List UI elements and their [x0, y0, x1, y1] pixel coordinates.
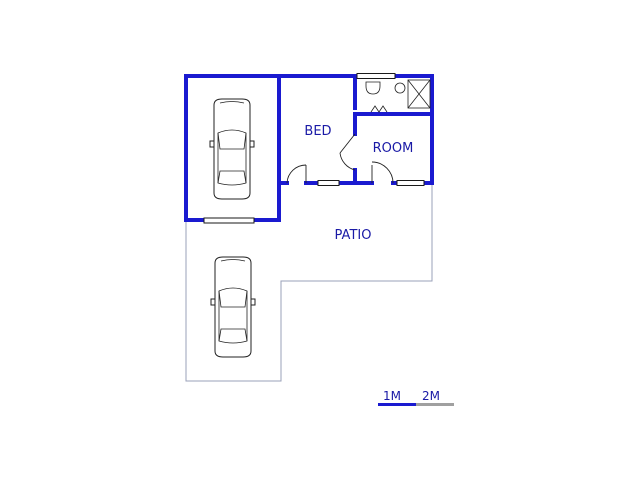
bathroom-fixtures — [365, 79, 431, 113]
scale-bar: 1M 2M — [378, 389, 454, 406]
scale-label-1m: 1M — [383, 389, 401, 403]
room-label-patio: PATIO — [335, 228, 372, 243]
scale-segment-2 — [416, 403, 454, 406]
toilet-icon — [365, 81, 381, 95]
window-room-bottom — [396, 180, 425, 186]
window-bed-bottom — [317, 180, 340, 186]
scale-segment-1 — [378, 403, 416, 406]
car-icon-driveway — [210, 256, 256, 358]
door-bed — [286, 164, 307, 184]
room-label-room: ROOM — [373, 141, 414, 156]
room-label-bed: BED — [304, 124, 331, 139]
door-room — [371, 161, 394, 184]
door-internal — [339, 133, 356, 171]
garage-door-window — [203, 217, 255, 224]
site-outline — [185, 185, 433, 382]
garage — [184, 74, 281, 224]
bedroom-wing — [277, 74, 434, 185]
scale-label-2m: 2M — [422, 389, 440, 403]
hanger-icon — [370, 105, 388, 113]
car-icon-garage — [209, 98, 255, 200]
basin-icon — [394, 82, 406, 94]
window-top-bath — [356, 73, 396, 79]
